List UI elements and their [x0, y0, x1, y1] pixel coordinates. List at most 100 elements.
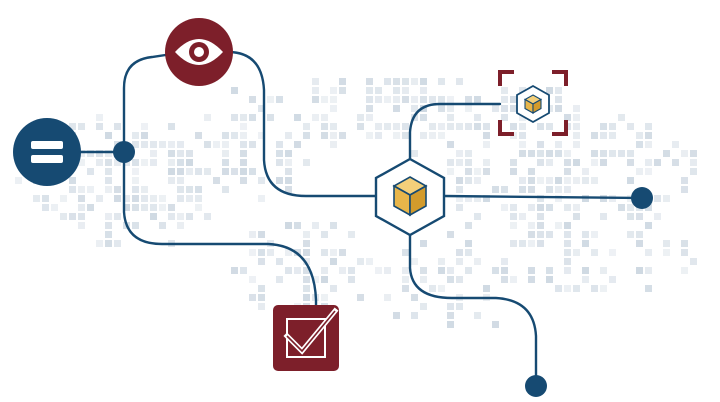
map-pixel — [267, 114, 274, 121]
map-pixel — [375, 132, 382, 139]
map-pixel — [474, 177, 481, 184]
map-pixel — [519, 240, 526, 247]
checkmark-icon — [273, 305, 339, 371]
map-pixel — [366, 258, 373, 265]
map-pixel — [690, 258, 697, 265]
map-pixel — [267, 249, 274, 256]
map-pixel — [222, 141, 229, 148]
map-pixel — [312, 222, 319, 229]
map-pixel — [492, 186, 499, 193]
map-pixel — [564, 267, 571, 274]
map-pixel — [456, 159, 463, 166]
map-pixel — [105, 177, 112, 184]
map-pixel — [348, 276, 355, 283]
map-pixel — [267, 96, 274, 103]
map-pixel — [258, 177, 265, 184]
equals-icon — [13, 118, 81, 186]
map-pixel — [258, 231, 265, 238]
map-pixel — [429, 123, 436, 130]
map-pixel — [114, 159, 121, 166]
map-pixel — [285, 177, 292, 184]
map-pixel — [15, 177, 22, 184]
map-pixel — [249, 276, 256, 283]
map-pixel — [510, 105, 517, 112]
map-pixel — [132, 195, 139, 202]
map-pixel — [303, 294, 310, 301]
map-pixel — [105, 168, 112, 175]
map-pixel — [159, 195, 166, 202]
map-pixel — [600, 213, 607, 220]
map-pixel — [168, 150, 175, 157]
map-pixel — [573, 141, 580, 148]
map-pixel — [339, 249, 346, 256]
map-pixel — [546, 150, 553, 157]
map-pixel — [465, 195, 472, 202]
map-pixel — [429, 285, 436, 292]
map-pixel — [474, 312, 481, 319]
map-pixel — [447, 321, 454, 328]
map-pixel — [393, 123, 400, 130]
map-pixel — [573, 285, 580, 292]
map-pixel — [564, 186, 571, 193]
map-pixel — [582, 231, 589, 238]
map-pixel — [168, 168, 175, 175]
map-pixel — [303, 123, 310, 130]
map-pixel — [366, 96, 373, 103]
map-pixel — [447, 114, 454, 121]
map-pixel — [177, 177, 184, 184]
map-pixel — [123, 195, 130, 202]
map-pixel — [402, 249, 409, 256]
map-pixel — [663, 240, 670, 247]
map-pixel — [195, 132, 202, 139]
map-pixel — [672, 159, 679, 166]
map-pixel — [501, 186, 508, 193]
map-pixel — [69, 177, 76, 184]
map-pixel — [294, 267, 301, 274]
map-pixel — [330, 141, 337, 148]
map-pixel — [546, 159, 553, 166]
map-pixel — [303, 240, 310, 247]
map-pixel — [537, 222, 544, 229]
map-pixel — [159, 222, 166, 229]
map-pixel — [402, 123, 409, 130]
map-pixel — [438, 285, 445, 292]
map-pixel — [600, 150, 607, 157]
map-pixel — [681, 177, 688, 184]
map-pixel — [330, 105, 337, 112]
map-pixel — [537, 150, 544, 157]
map-pixel — [204, 141, 211, 148]
map-pixel — [321, 231, 328, 238]
map-pixel — [240, 177, 247, 184]
map-pixel — [573, 204, 580, 211]
map-pixel — [627, 231, 634, 238]
map-pixel — [303, 231, 310, 238]
map-pixel — [483, 195, 490, 202]
map-pixel — [375, 267, 382, 274]
map-pixel — [132, 132, 139, 139]
map-pixel — [573, 177, 580, 184]
map-pixel — [249, 141, 256, 148]
map-pixel — [339, 87, 346, 94]
map-pixel — [447, 312, 454, 319]
map-pixel — [240, 114, 247, 121]
map-pixel — [456, 123, 463, 130]
map-pixel — [294, 141, 301, 148]
map-pixel — [420, 276, 427, 283]
map-pixel — [78, 222, 85, 229]
map-pixel — [636, 267, 643, 274]
map-pixel — [564, 258, 571, 265]
map-pixel — [159, 204, 166, 211]
map-pixel — [222, 159, 229, 166]
map-pixel — [258, 105, 265, 112]
map-pixel — [672, 141, 679, 148]
map-pixel — [681, 150, 688, 157]
map-pixel — [393, 96, 400, 103]
map-pixel — [78, 186, 85, 193]
map-pixel — [555, 150, 562, 157]
map-pixel — [636, 168, 643, 175]
map-pixel — [321, 267, 328, 274]
map-pixel — [78, 159, 85, 166]
map-pixel — [276, 150, 283, 157]
map-pixel — [645, 159, 652, 166]
